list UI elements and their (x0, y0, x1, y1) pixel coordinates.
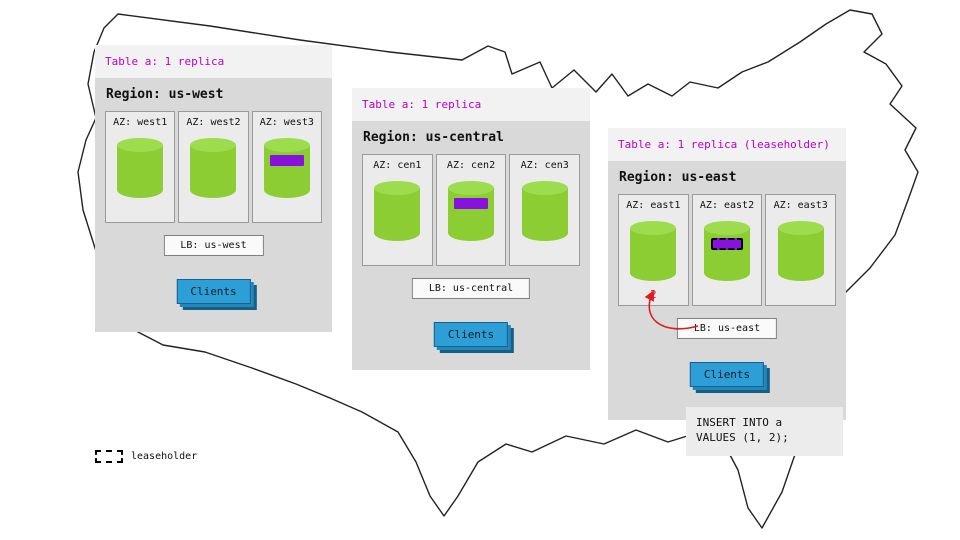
database-cylinder (448, 181, 494, 241)
table-replica-header: Table a: 1 replica (leaseholder) (608, 128, 846, 161)
load-balancer-us-west: LB: us-west (163, 235, 264, 256)
az-label: AZ: east1 (626, 200, 681, 211)
region-title-us-east: Region: us-east (619, 170, 737, 185)
clients-button: Clients (433, 322, 509, 347)
replica-badge (269, 155, 304, 166)
cylinder-top-icon (117, 138, 164, 152)
leaseholder-legend: leaseholder (95, 450, 197, 463)
arrow-step-label: 2 (650, 288, 657, 301)
cylinder-body-icon (448, 188, 494, 241)
region-title-us-central: Region: us-central (363, 130, 504, 145)
cylinder-top-icon (448, 181, 494, 195)
cylinder-top-icon (777, 221, 824, 235)
az-row: AZ: east1 AZ: east2 AZ: east3 (618, 194, 837, 306)
sql-query-line2: VALUES (1, 2); (696, 431, 789, 444)
replica-badge (454, 198, 488, 209)
cylinder-body-icon (374, 188, 421, 241)
cylinder-top-icon (630, 221, 677, 235)
table-replica-header: Table a: 1 replica (95, 45, 332, 78)
cylinder-top-icon (704, 221, 750, 235)
table-replica-header: Table a: 1 replica (352, 88, 590, 121)
cylinder-top-icon (374, 181, 421, 195)
cylinder-top-icon (263, 138, 310, 152)
az-label: AZ: east3 (773, 200, 828, 211)
cylinder-body-icon (117, 145, 164, 198)
az-box-west3: AZ: west3 (251, 111, 322, 223)
cylinder-body-icon (777, 228, 824, 281)
database-cylinder (374, 181, 421, 241)
load-balancer-us-east: LB: us-east (676, 318, 778, 339)
az-label: AZ: cen3 (520, 160, 569, 171)
az-label: AZ: west2 (186, 117, 241, 128)
az-box-east1: AZ: east1 (618, 194, 689, 306)
az-row: AZ: cen1 AZ: cen2 AZ: cen3 (362, 154, 581, 266)
az-box-cen2: AZ: cen2 (435, 154, 507, 266)
cylinder-body-icon (263, 145, 310, 198)
cylinder-top-icon (521, 181, 568, 195)
az-label: AZ: east2 (699, 200, 755, 211)
az-box-east2: AZ: east2 (691, 194, 763, 306)
az-box-cen3: AZ: cen3 (509, 154, 581, 266)
clients-button: Clients (689, 362, 765, 387)
cylinder-body-icon (521, 188, 568, 241)
load-balancer-us-central: LB: us-central (411, 278, 531, 299)
database-cylinder (704, 221, 750, 281)
cylinder-top-icon (190, 138, 237, 152)
az-box-cen1: AZ: cen1 (362, 154, 433, 266)
region-panel-us-west: Table a: 1 replica Region: us-west AZ: w… (95, 45, 332, 332)
leaseholder-swatch-icon (95, 450, 123, 463)
az-label: AZ: cen2 (446, 160, 496, 171)
cylinder-body-icon (190, 145, 237, 198)
az-box-east3: AZ: east3 (765, 194, 837, 306)
region-panel-us-central: Table a: 1 replica Region: us-central AZ… (352, 88, 590, 370)
az-label: AZ: cen1 (373, 160, 422, 171)
az-label: AZ: west1 (113, 117, 168, 128)
legend-label: leaseholder (131, 451, 198, 462)
az-box-west1: AZ: west1 (105, 111, 176, 223)
sql-query-line1: INSERT INTO a (696, 416, 783, 429)
region-panel-us-east: Table a: 1 replica (leaseholder) Region:… (608, 128, 846, 420)
database-cylinder (521, 181, 568, 241)
clients-button: Clients (176, 279, 251, 304)
database-cylinder (263, 138, 310, 198)
az-label: AZ: west3 (259, 117, 314, 128)
az-box-west2: AZ: west2 (178, 111, 249, 223)
cylinder-body-icon (704, 228, 750, 281)
region-title-us-west: Region: us-west (106, 87, 224, 102)
leaseholder-badge (711, 238, 743, 250)
database-cylinder (190, 138, 237, 198)
sql-query-box: INSERT INTO a VALUES (1, 2); (686, 407, 843, 456)
cylinder-body-icon (630, 228, 677, 281)
database-cylinder (630, 221, 677, 281)
az-row: AZ: west1 AZ: west2 AZ: west3 (105, 111, 322, 223)
database-cylinder (117, 138, 164, 198)
database-cylinder (777, 221, 824, 281)
